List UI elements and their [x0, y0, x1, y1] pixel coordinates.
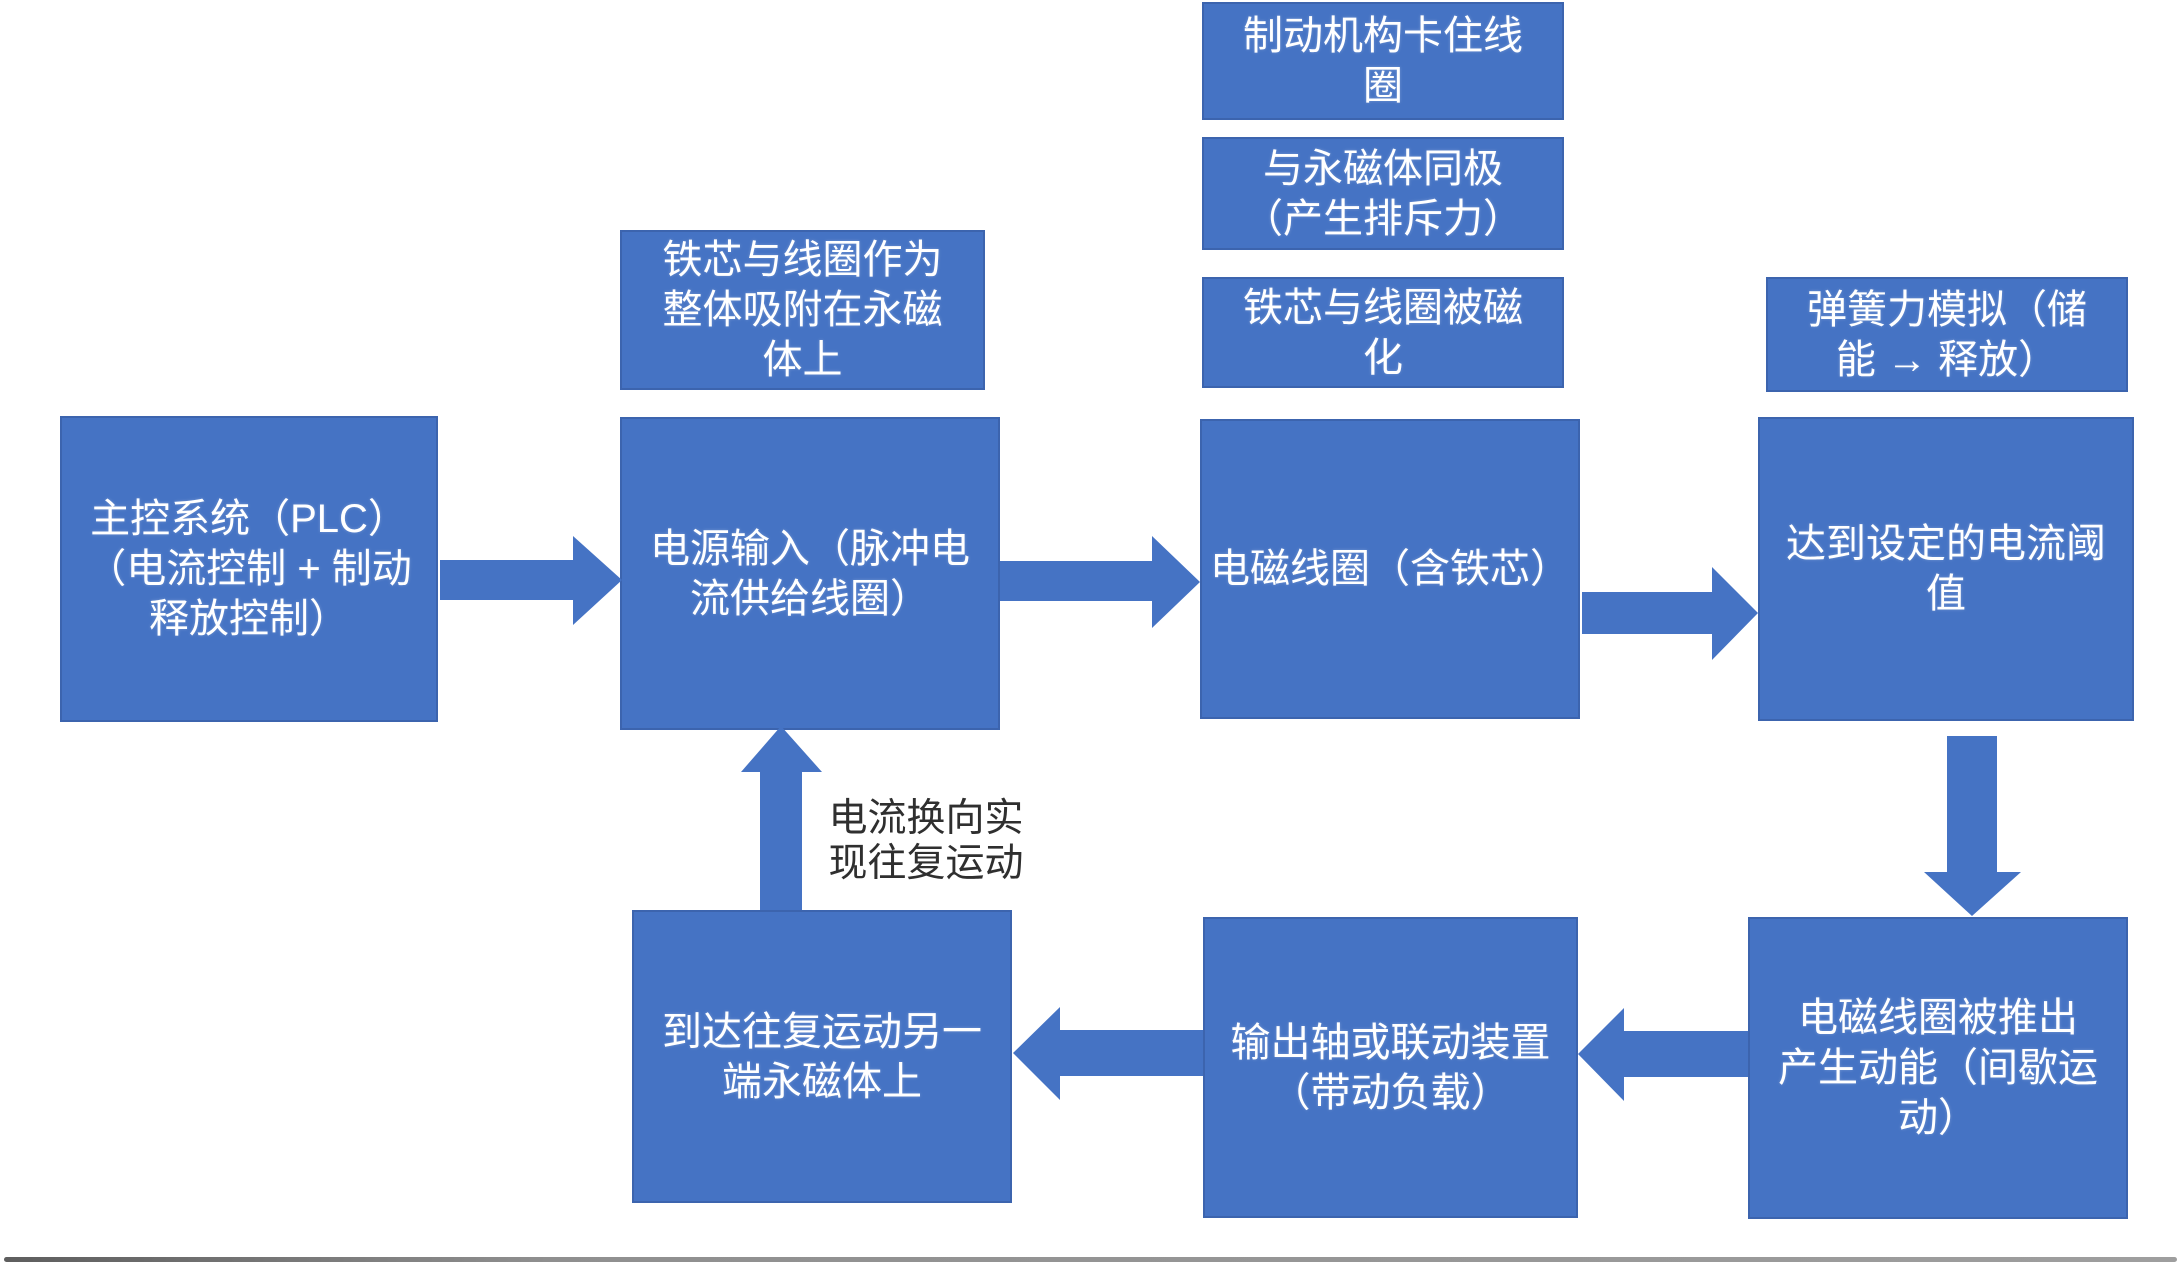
- box-coil-pushed-out: 电磁线圈被推出 产生动能（间歇运 动）: [1748, 917, 2128, 1219]
- box-power-input-text: 电源输入（脉冲电 流供给线圈）: [650, 526, 970, 621]
- bottom-edge-line: [4, 1257, 2177, 1262]
- box-current-threshold-text: 达到设定的电流阈 值: [1786, 522, 2106, 616]
- arrow-threshold-to-pushed: [1924, 736, 2021, 916]
- box-power-input: 电源输入（脉冲电 流供给线圈）: [620, 417, 1000, 730]
- box-current-threshold: 达到设定的电流阈 值: [1758, 417, 2134, 721]
- arrow-reach-to-power: [741, 726, 822, 910]
- box-master-plc: 主控系统（PLC） （电流控制 + 制动 释放控制）: [60, 416, 438, 722]
- box-output-shaft: 输出轴或联动装置 （带动负载）: [1203, 917, 1578, 1218]
- arrow-coil-to-threshold: [1582, 567, 1758, 660]
- box-reach-other-magnet-text: 到达往复运动另一 端永磁体上: [662, 1009, 982, 1104]
- note-spring-force-sim: 弹簧力模拟（储 能 → 释放）: [1766, 277, 2128, 392]
- box-output-shaft-text: 输出轴或联动装置 （带动负载）: [1230, 1020, 1551, 1115]
- note-core-coil-magnetized: 铁芯与线圈被磁 化: [1202, 277, 1564, 388]
- arrow-plc-to-power: [440, 536, 622, 625]
- box-electromagnetic-coil-text: 电磁线圈（含铁芯）: [1210, 547, 1570, 591]
- label-current-reversal: 电流换向实 现往复运动: [828, 797, 1024, 885]
- note-same-pole-repulsion-text: 与永磁体同极 （产生排斥力）: [1243, 146, 1523, 241]
- note-core-coil-attach: 铁芯与线圈作为 整体吸附在永磁 体上: [620, 230, 985, 390]
- note-core-coil-magnetized-text: 铁芯与线圈被磁 化: [1243, 285, 1523, 380]
- note-core-coil-attach-text: 铁芯与线圈作为 整体吸附在永磁 体上: [662, 238, 943, 382]
- arrow-output-to-reach: [1013, 1007, 1203, 1100]
- arrow-pushed-to-output: [1578, 1008, 1748, 1101]
- note-brake-locks-coil: 制动机构卡住线 圈: [1202, 2, 1564, 120]
- note-spring-force-sim-text: 弹簧力模拟（储 能 → 释放）: [1807, 287, 2087, 382]
- box-reach-other-magnet: 到达往复运动另一 端永磁体上: [632, 910, 1012, 1203]
- note-same-pole-repulsion: 与永磁体同极 （产生排斥力）: [1202, 137, 1564, 250]
- note-brake-locks-coil-text: 制动机构卡住线 圈: [1243, 14, 1523, 108]
- box-coil-pushed-out-text: 电磁线圈被推出 产生动能（间歇运 动）: [1778, 996, 2098, 1140]
- box-master-plc-text: 主控系统（PLC） （电流控制 + 制动 释放控制）: [86, 497, 412, 641]
- arrow-power-to-coil: [1000, 536, 1200, 628]
- box-electromagnetic-coil: 电磁线圈（含铁芯）: [1200, 419, 1580, 719]
